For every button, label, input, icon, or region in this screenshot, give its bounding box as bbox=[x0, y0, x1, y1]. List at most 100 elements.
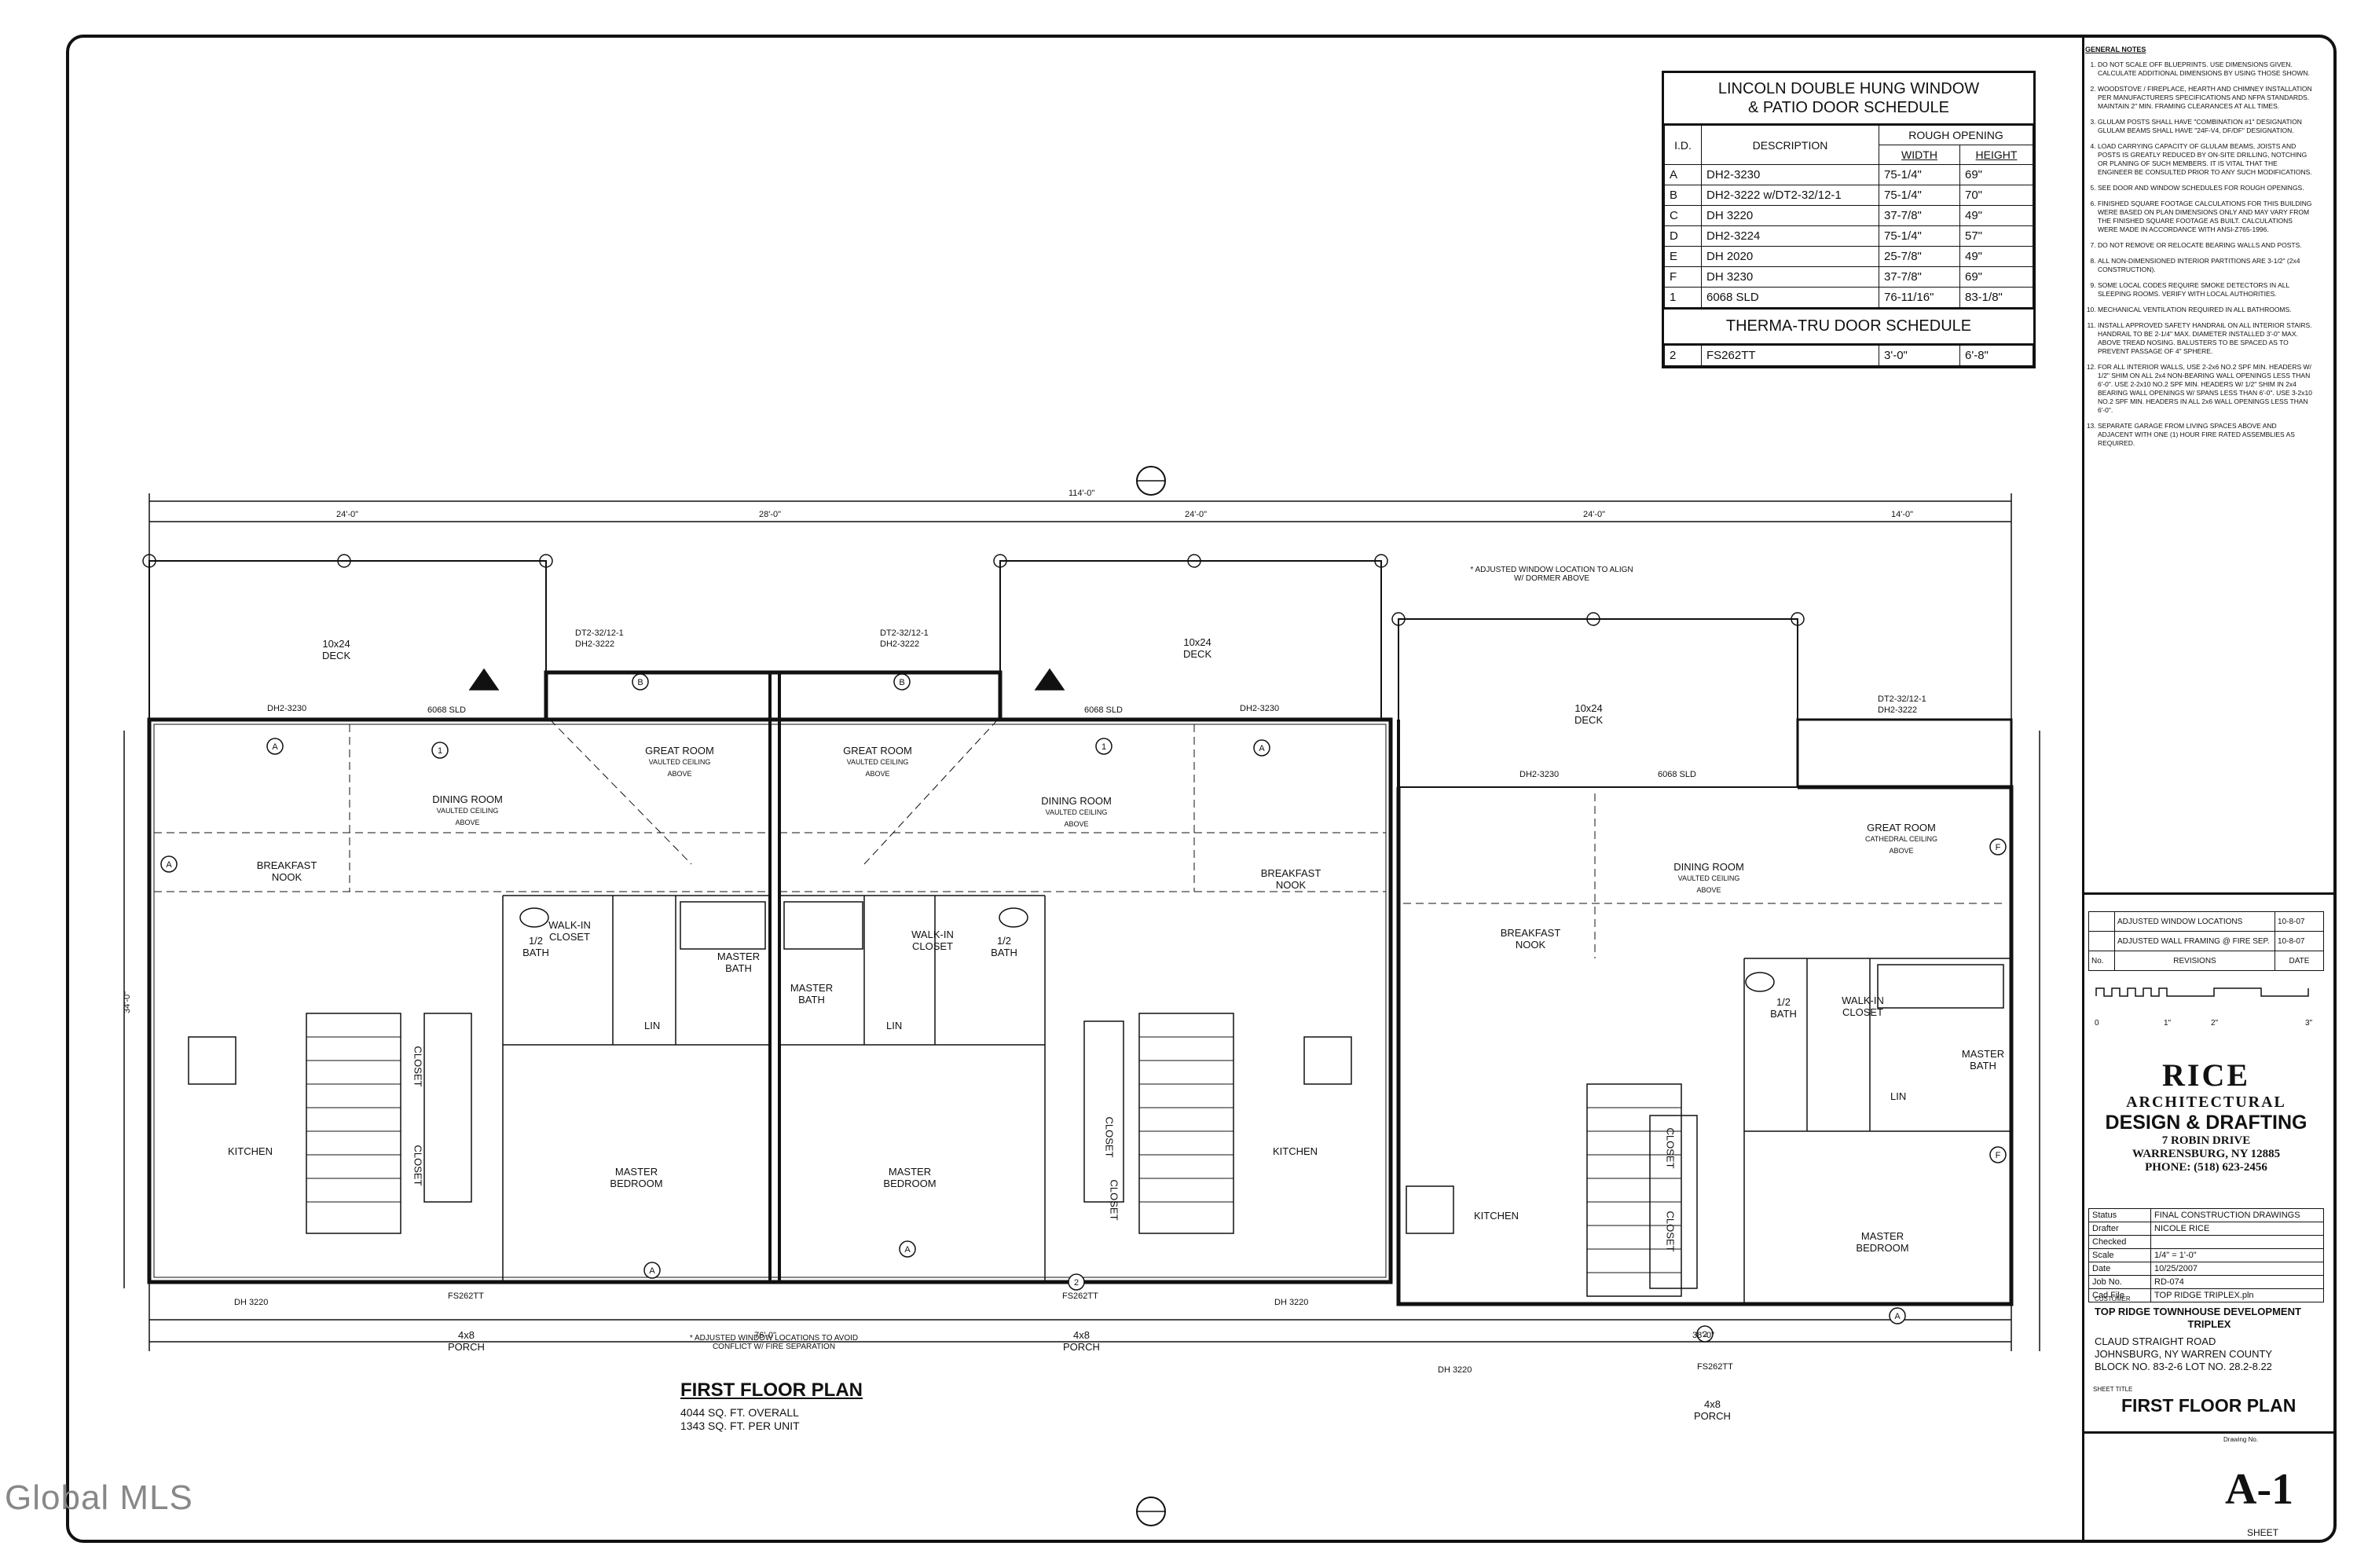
door-callout: 6068 SLD bbox=[1658, 770, 1696, 779]
room-label: LIN bbox=[1890, 1090, 1907, 1102]
room-label: BREAKFAST NOOK bbox=[1500, 927, 1561, 951]
svg-text:F: F bbox=[1996, 843, 2001, 852]
general-note: FOR ALL INTERIOR WALLS, USE 2-2x6 NO.2 S… bbox=[2098, 363, 2313, 415]
door-callout: FS262TT bbox=[1062, 1291, 1098, 1301]
room-label: WALK-IN CLOSET bbox=[1842, 995, 1884, 1018]
window-callout: DT2-32/12-1 bbox=[1878, 694, 1926, 704]
room-label: MASTER BEDROOM bbox=[610, 1166, 663, 1189]
sheet-title: FIRST FLOOR PLAN bbox=[2121, 1395, 2297, 1416]
title-block-divider bbox=[2082, 38, 2084, 1540]
watermark-logo: Global MLS bbox=[5, 1478, 193, 1517]
general-notes: GENERAL NOTES DO NOT SCALE OFF BLUEPRINT… bbox=[2085, 46, 2313, 455]
window-callout: DH 3220 bbox=[1438, 1365, 1472, 1375]
window-door-schedule: LINCOLN DOUBLE HUNG WINDOW & PATIO DOOR … bbox=[1662, 71, 2036, 368]
general-note: SOME LOCAL CODES REQUIRE SMOKE DETECTORS… bbox=[2098, 281, 2313, 299]
top-dimension: 28'-0" bbox=[759, 510, 782, 519]
general-note: FINISHED SQUARE FOOTAGE CALCULATIONS FOR… bbox=[2098, 200, 2313, 234]
room-label: KITCHEN bbox=[1273, 1145, 1318, 1157]
sheet-label: SHEET bbox=[2247, 1527, 2279, 1538]
svg-text:A: A bbox=[1894, 1312, 1901, 1321]
revision-row: ADJUSTED WINDOW LOCATIONS bbox=[2114, 911, 2275, 932]
room-label: 1/2 BATH bbox=[522, 935, 549, 958]
svg-text:1: 1 bbox=[438, 746, 442, 756]
bottom-dimension: 38'-0" bbox=[1692, 1331, 1715, 1340]
sheet-number: A-1 bbox=[2225, 1465, 2294, 1514]
window-callout: DH2-3230 bbox=[1519, 770, 1560, 779]
general-note: WOODSTOVE / FIREPLACE, HEARTH AND CHIMNE… bbox=[2098, 85, 2313, 111]
general-note: GLULAM POSTS SHALL HAVE "COMBINATION #1"… bbox=[2098, 118, 2313, 135]
schedule-title: LINCOLN DOUBLE HUNG WINDOW & PATIO DOOR … bbox=[1664, 73, 2033, 125]
firm-name: RICE bbox=[2161, 1057, 2251, 1093]
svg-text:2: 2 bbox=[1074, 1278, 1079, 1288]
plan-area: 4044 SQ. FT. OVERALL 1343 SQ. FT. PER UN… bbox=[680, 1406, 800, 1433]
window-schedule-table: I.D. DESCRIPTION ROUGH OPENING WIDTH HEI… bbox=[1664, 125, 2033, 308]
svg-text:2: 2 bbox=[1703, 1330, 1707, 1339]
svg-text:B: B bbox=[637, 678, 643, 687]
top-dimension: 24'-0" bbox=[1583, 510, 1606, 519]
window-callout: DH 3220 bbox=[1274, 1298, 1309, 1307]
window-callout: DH2-3230 bbox=[1240, 704, 1280, 713]
top-dimension: 24'-0" bbox=[336, 510, 359, 519]
svg-text:A: A bbox=[649, 1266, 655, 1276]
general-note: LOAD CARRYING CAPACITY OF GLULAM BEAMS, … bbox=[2098, 142, 2313, 177]
svg-text:1: 1 bbox=[1102, 742, 1106, 752]
notes-heading: GENERAL NOTES bbox=[2085, 46, 2146, 53]
room-label: 1/2 BATH bbox=[1770, 996, 1797, 1020]
room-label: LIN bbox=[886, 1020, 903, 1031]
room-label: BREAKFAST NOOK bbox=[1260, 867, 1321, 891]
status-row: Checked bbox=[2088, 1235, 2324, 1249]
room-label: CLOSET bbox=[1108, 1179, 1120, 1221]
general-note: INSTALL APPROVED SAFETY HANDRAIL ON ALL … bbox=[2098, 321, 2313, 356]
title-block-rule bbox=[2082, 892, 2333, 895]
room-label: MASTER BEDROOM bbox=[883, 1166, 937, 1189]
top-dimension: 14'-0" bbox=[1891, 510, 1914, 519]
svg-text:A: A bbox=[166, 860, 172, 870]
window-callout: DH2-3222 bbox=[880, 639, 920, 649]
general-note: MECHANICAL VENTILATION REQUIRED IN ALL B… bbox=[2098, 306, 2313, 314]
window-callout: DH2-3222 bbox=[575, 639, 615, 649]
area-unit: 1343 SQ. FT. PER UNIT bbox=[680, 1420, 800, 1432]
project-block: CUSTOMER TOP RIDGE TOWNHOUSE DEVELOPMENT… bbox=[2095, 1295, 2301, 1372]
window-tag: A bbox=[272, 742, 278, 752]
general-note: DO NOT SCALE OFF BLUEPRINTS. USE DIMENSI… bbox=[2098, 60, 2313, 78]
door-callout: FS262TT bbox=[448, 1291, 484, 1301]
room-label: MASTER BATH bbox=[717, 951, 761, 974]
svg-text:F: F bbox=[1996, 1151, 2001, 1160]
general-note: ALL NON-DIMENSIONED INTERIOR PARTITIONS … bbox=[2098, 257, 2313, 274]
svg-text:A: A bbox=[1259, 744, 1265, 753]
window-callout: DH2-3230 bbox=[267, 704, 307, 713]
general-note: SEPARATE GARAGE FROM LIVING SPACES ABOVE… bbox=[2098, 422, 2313, 448]
overall-dimension: 114'-0" bbox=[1069, 489, 1095, 498]
room-label: 1/2 BATH bbox=[991, 935, 1017, 958]
room-label: CLOSET bbox=[412, 1145, 424, 1186]
room-label: CLOSET bbox=[1664, 1127, 1677, 1169]
room-label: CLOSET bbox=[1103, 1116, 1116, 1158]
general-note: SEE DOOR AND WINDOW SCHEDULES FOR ROUGH … bbox=[2098, 184, 2313, 192]
graphic-scale bbox=[2095, 987, 2309, 997]
room-label: MASTER BATH bbox=[1961, 1048, 2005, 1072]
sheet-border bbox=[66, 35, 2337, 1543]
area-overall: 4044 SQ. FT. OVERALL bbox=[680, 1406, 799, 1419]
